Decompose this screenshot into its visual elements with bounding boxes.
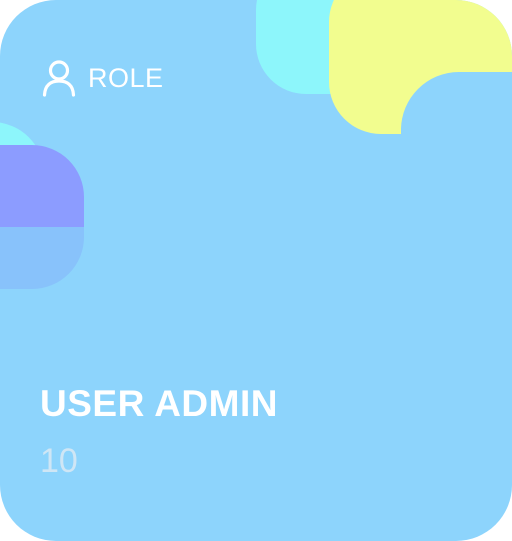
decorative-shape-inset bbox=[401, 72, 512, 272]
card-category: ROLE bbox=[42, 58, 164, 98]
decorative-shape-steel bbox=[0, 227, 84, 289]
decorative-shape-indigo bbox=[0, 145, 84, 227]
category-label: ROLE bbox=[88, 63, 164, 93]
card-title: USER ADMIN bbox=[40, 383, 278, 424]
user-icon bbox=[42, 59, 76, 97]
card-count: 10 bbox=[40, 442, 78, 480]
